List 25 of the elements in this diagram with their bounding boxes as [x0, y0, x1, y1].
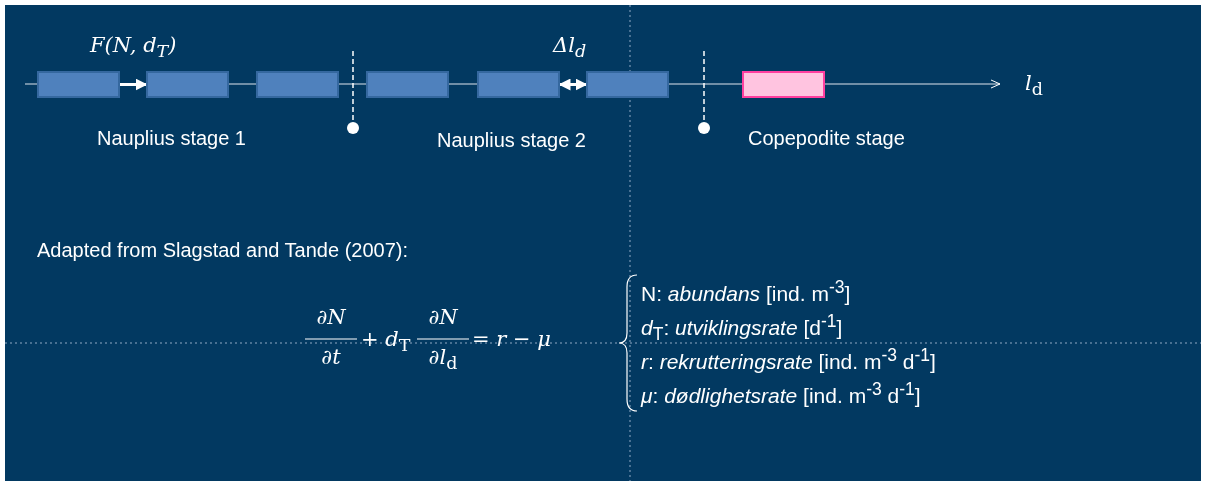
definition-text: μ: dødlighetsrate [ind. m$^{-3}$ d$^{-1}$] [641, 379, 921, 408]
definition-text: r: rekrutteringsrate [ind. m$^{-3}$ d$^{-1}$] [641, 345, 936, 374]
stage-box [256, 71, 339, 98]
definition-text: N: abundans [ind. m$^{-3}$] [641, 277, 851, 306]
edge-label: F(N, d$_{T}$) [90, 33, 177, 62]
equation-term: = r − μ [472, 327, 551, 351]
stage-box [366, 71, 449, 98]
stage-box [477, 71, 560, 98]
edge-label: Δl$_{d}$ [553, 33, 587, 62]
equation-numerator: ∂N [427, 305, 459, 329]
definition-text: d$_{T}$: utviklingsrate [d$^{-1}$] [641, 311, 843, 346]
axis-label: l$_{d}$ [1025, 71, 1043, 100]
stage-box [742, 71, 825, 98]
stage-label: Nauplius stage 2 [437, 129, 586, 152]
stage-box [586, 71, 669, 98]
stage-box [146, 71, 229, 98]
equation-term: + d$_{T}$ [361, 327, 411, 356]
arrow [120, 78, 148, 91]
equation-denominator: ∂l$_{d}$ [427, 345, 459, 374]
stage-box [37, 71, 120, 98]
equation-denominator: ∂t [320, 345, 342, 369]
source-note: Adapted from Slagstad and Tande (2007): [37, 239, 408, 262]
equation-numerator: ∂N [315, 305, 347, 329]
stage-label: Copepodite stage [748, 127, 905, 150]
stage-label: Nauplius stage 1 [97, 127, 246, 150]
